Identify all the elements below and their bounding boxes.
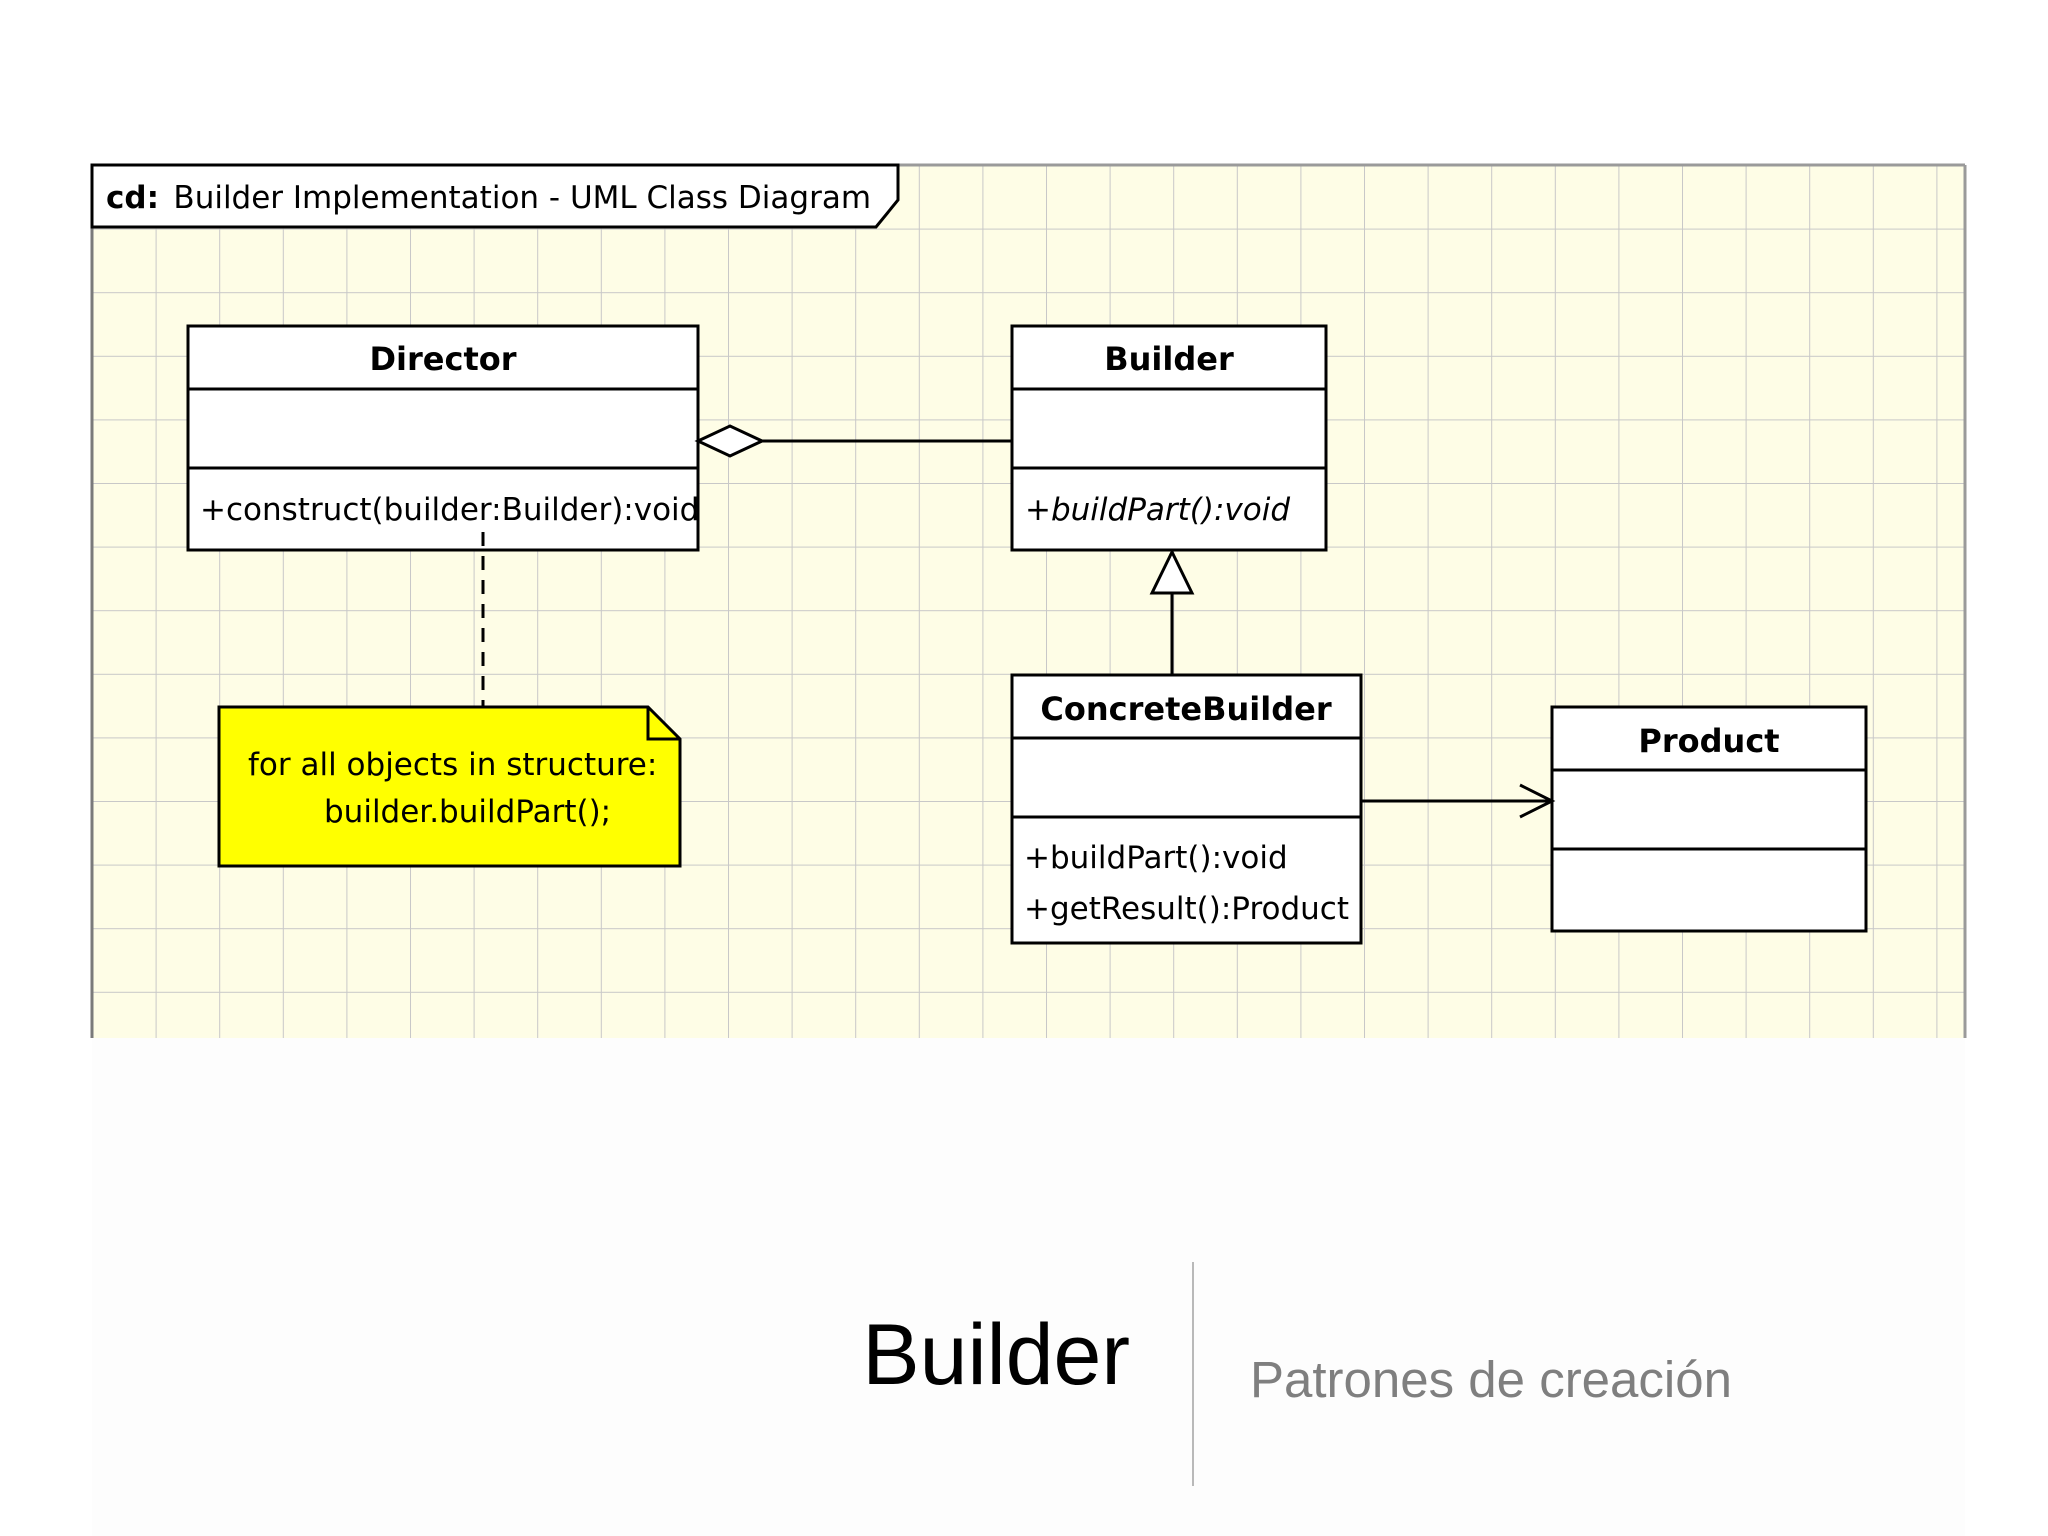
note-line-2: builder.buildPart(); — [324, 794, 611, 830]
concrete-builder-operation-buildpart: +buildPart():void — [1024, 840, 1288, 876]
frame-prefix: cd: — [106, 180, 159, 216]
aggregation-connector — [694, 424, 1012, 458]
class-concrete-builder-name: ConcreteBuilder — [1040, 690, 1331, 728]
director-operation-construct: +construct(builder:Builder):void — [200, 492, 699, 528]
class-concrete-builder: ConcreteBuilder +buildPart():void +getRe… — [1010, 673, 1363, 945]
class-builder: Builder +buildPart():void — [1010, 324, 1328, 552]
footer-divider — [1192, 1262, 1194, 1486]
builder-operation-buildpart: +buildPart():void — [1025, 492, 1290, 528]
slide-title: Builder — [862, 1307, 1130, 1403]
svg-text:cd: Builder Implementa: cd: Builder Implementation - UML Class D… — [106, 180, 871, 216]
class-director: Director +construct(builder:Builder):voi… — [186, 324, 700, 552]
frame-title-tab: cd: Builder Implementation - UML Class D… — [90, 163, 900, 229]
slide-subtitle: Patrones de creación — [1250, 1351, 1732, 1408]
concrete-builder-operation-getresult: +getResult():Product — [1024, 891, 1349, 927]
generalization-connector — [1149, 548, 1195, 675]
note: for all objects in structure: builder.bu… — [217, 705, 682, 868]
class-builder-name: Builder — [1104, 340, 1234, 378]
generalization-triangle — [1149, 548, 1195, 595]
association-connector — [1361, 783, 1556, 819]
class-director-name: Director — [369, 340, 516, 378]
class-product-name: Product — [1638, 722, 1779, 760]
class-product: Product — [1550, 705, 1868, 933]
frame-title: Builder Implementation - UML Class Diagr… — [173, 180, 871, 216]
footer-panel — [92, 1038, 1965, 1536]
note-line-1: for all objects in structure: — [248, 747, 657, 783]
association-arrowhead — [1519, 783, 1556, 819]
aggregation-diamond — [694, 424, 766, 458]
